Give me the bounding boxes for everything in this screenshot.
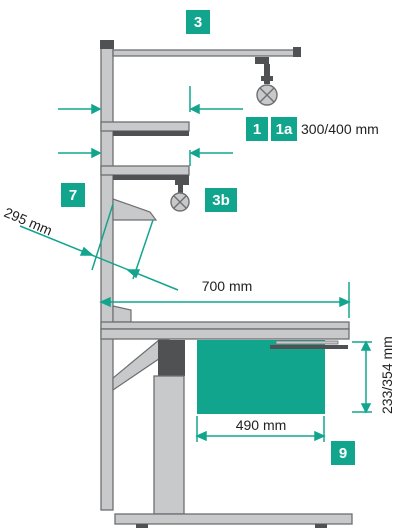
badge-1: 1 — [246, 117, 268, 141]
foot-base — [114, 513, 353, 528]
badge-9-label: 9 — [339, 445, 347, 462]
drawer-width-label: 490 mm — [236, 417, 287, 433]
panel-bracket — [112, 305, 132, 323]
lamp-shelf-icon — [170, 180, 190, 212]
badge-3b: 3b — [205, 188, 237, 212]
shelf-upper — [100, 121, 190, 136]
badge-3b-label: 3b — [212, 192, 230, 209]
badge-1a-label: 1a — [276, 121, 293, 138]
badge-1a: 1a — [271, 117, 297, 141]
badge-3-label: 3 — [194, 14, 202, 31]
upright-post — [100, 40, 114, 511]
shelf-lower — [100, 165, 190, 180]
top-boom — [112, 47, 301, 57]
badge-3: 3 — [186, 10, 210, 34]
shelf-depth-label: 300/400 mm — [301, 121, 379, 137]
badge-7: 7 — [61, 183, 85, 207]
angled-panel — [112, 198, 158, 221]
badge-7-label: 7 — [69, 187, 77, 204]
lamp-top-icon — [255, 57, 278, 106]
drawer-height-label: 233/354 mm — [379, 336, 395, 414]
panel-depth-dimension — [19, 203, 179, 291]
drawer-width-dimension — [195, 416, 326, 442]
table-depth-dimension — [99, 282, 351, 318]
badge-9: 9 — [331, 441, 355, 465]
drawer-height-dimension — [352, 340, 372, 414]
table-leg — [153, 340, 185, 515]
table-depth-label: 700 mm — [202, 278, 253, 294]
shelf-depth-dimension — [58, 86, 243, 166]
panel-depth-label: 295 mm — [2, 204, 55, 238]
badge-1-label: 1 — [253, 121, 261, 138]
drawer-unit — [197, 340, 348, 414]
tabletop — [100, 321, 350, 340]
